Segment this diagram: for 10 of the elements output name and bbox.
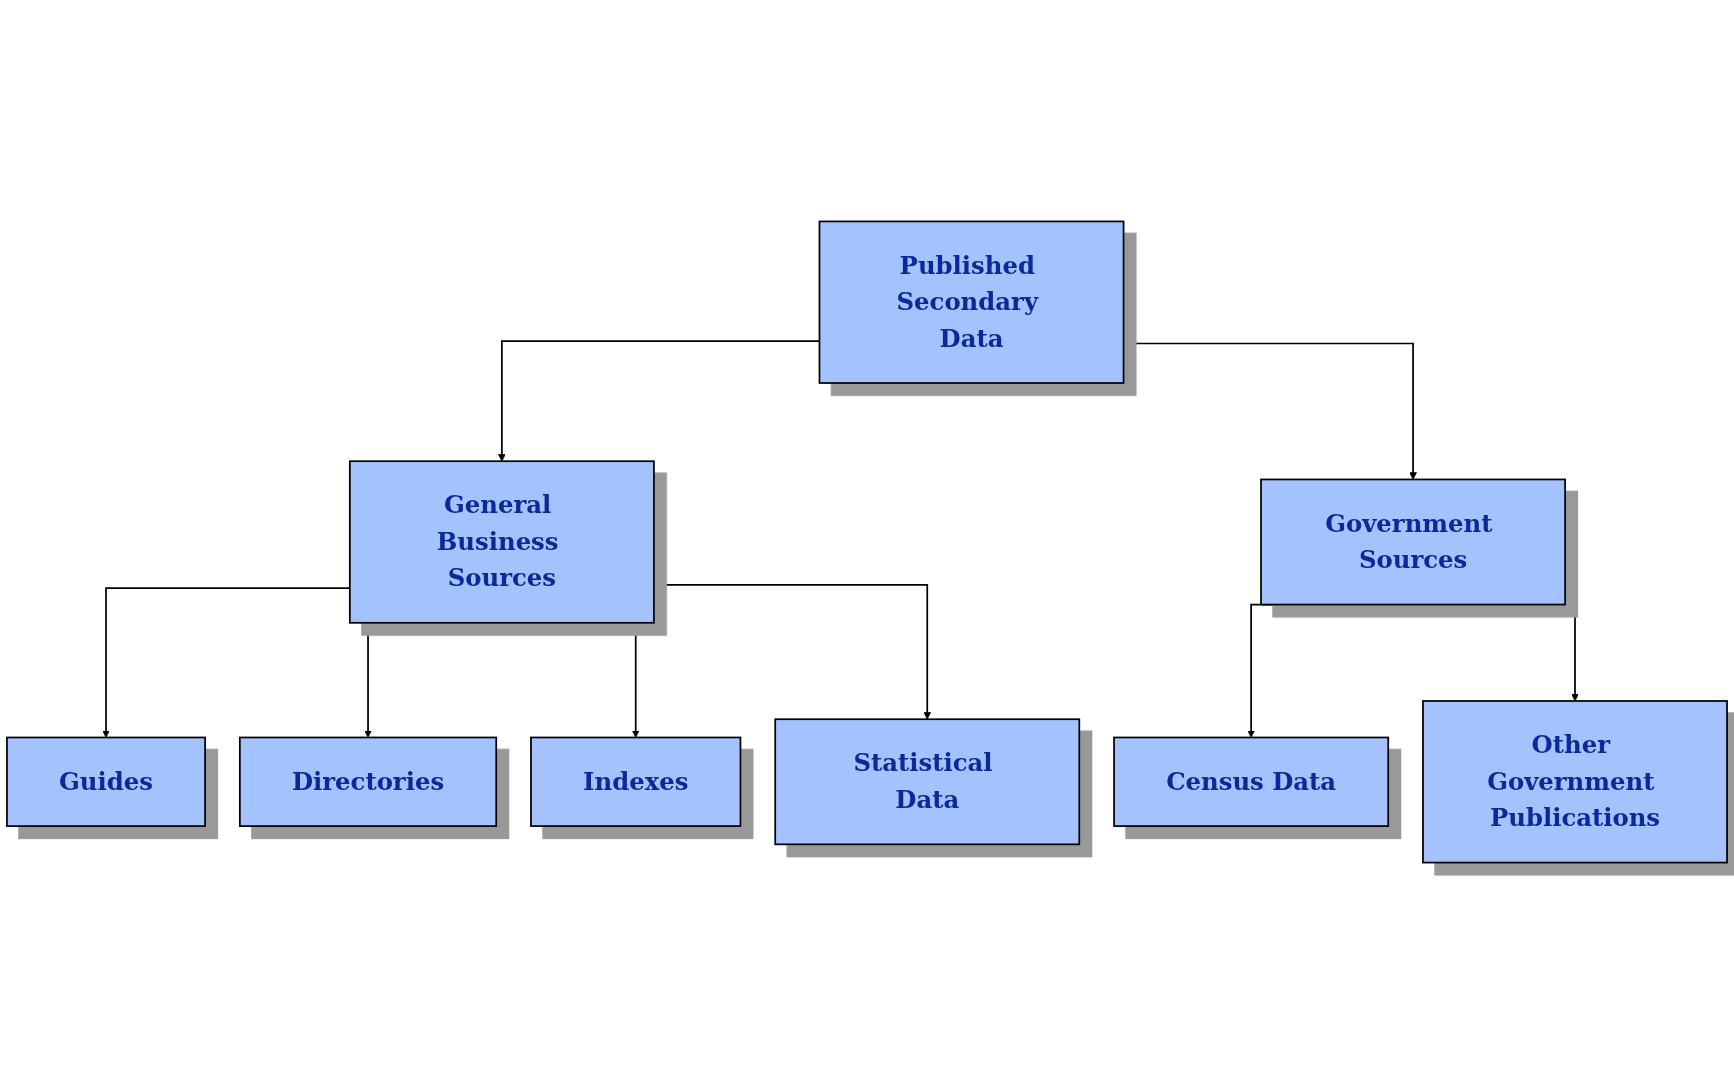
node-box: Statistical Data — [774, 718, 1081, 846]
node-box: Other Government Publications — [1422, 700, 1728, 864]
node-box: Indexes — [530, 736, 742, 827]
node-box: Census Data — [1113, 736, 1390, 827]
node-box: Published Secondary Data — [818, 220, 1125, 384]
arrow — [653, 584, 932, 720]
node-box: Guides — [6, 736, 206, 827]
node-box: General Business Sources — [348, 460, 655, 624]
node-box: Directories — [238, 736, 498, 827]
node-box: Government Sources — [1260, 478, 1566, 606]
